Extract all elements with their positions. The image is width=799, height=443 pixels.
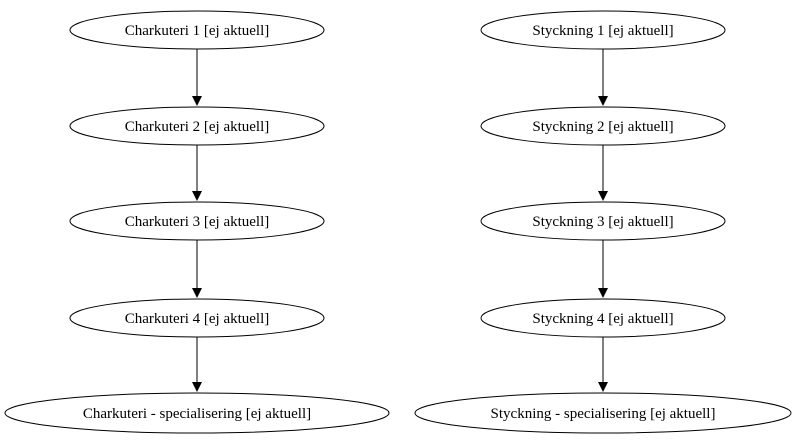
node-charkuteri-4: Charkuteri 4 [ej aktuell] <box>69 298 325 338</box>
node-label: Styckning 1 [ej aktuell] <box>532 23 673 39</box>
node-styckning-1: Styckning 1 [ej aktuell] <box>480 10 726 50</box>
node-styckning-specialisering: Styckning - specialisering [ej aktuell] <box>414 392 792 434</box>
node-label: Charkuteri 3 [ej aktuell] <box>125 214 270 230</box>
node-charkuteri-1: Charkuteri 1 [ej aktuell] <box>69 10 325 50</box>
node-styckning-4: Styckning 4 [ej aktuell] <box>480 298 726 338</box>
node-label: Styckning 2 [ej aktuell] <box>532 119 673 135</box>
node-styckning-3: Styckning 3 [ej aktuell] <box>480 201 726 241</box>
node-label: Styckning 4 [ej aktuell] <box>532 311 673 327</box>
node-charkuteri-specialisering: Charkuteri - specialisering [ej aktuell] <box>4 392 390 434</box>
node-label: Styckning 3 [ej aktuell] <box>532 214 673 230</box>
node-label: Styckning - specialisering [ej aktuell] <box>491 406 716 422</box>
node-label: Charkuteri 2 [ej aktuell] <box>125 119 270 135</box>
column-styckning: Styckning 1 [ej aktuell] Styckning 2 [ej… <box>414 10 792 434</box>
node-label: Charkuteri - specialisering [ej aktuell] <box>83 406 311 422</box>
column-charkuteri: Charkuteri 1 [ej aktuell] Charkuteri 2 [… <box>4 10 390 434</box>
node-charkuteri-2: Charkuteri 2 [ej aktuell] <box>69 106 325 146</box>
node-styckning-2: Styckning 2 [ej aktuell] <box>480 106 726 146</box>
node-label: Charkuteri 4 [ej aktuell] <box>125 311 270 327</box>
node-label: Charkuteri 1 [ej aktuell] <box>125 23 270 39</box>
node-charkuteri-3: Charkuteri 3 [ej aktuell] <box>69 201 325 241</box>
